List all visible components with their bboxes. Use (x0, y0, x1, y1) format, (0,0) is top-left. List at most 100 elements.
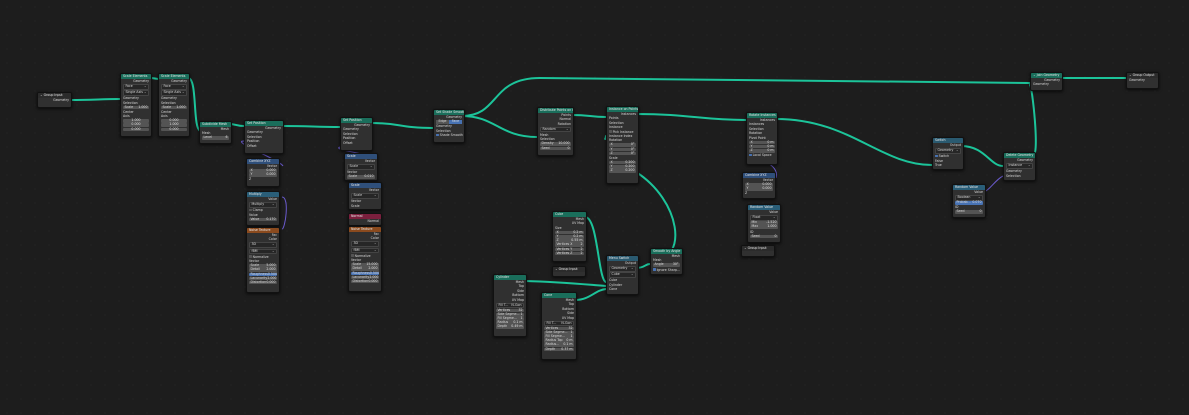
axis-x-field[interactable]: 0.000 (161, 119, 187, 123)
instance-index-socket[interactable]: Instance Index (609, 133, 633, 138)
local-space-checkbox[interactable]: Local Space (747, 153, 777, 157)
instances-input-socket[interactable]: Instances (749, 122, 765, 127)
axis-y-field[interactable]: 0.000 (123, 123, 149, 128)
node-header[interactable]: Rotate Instances (747, 113, 777, 118)
mesh-input-socket[interactable]: Mesh (653, 258, 662, 263)
probability-field[interactable]: Probab...0.070 (955, 200, 983, 205)
vector-output-socket[interactable]: Vector (762, 178, 773, 182)
data-type-dropdown[interactable]: Geometry⌄ (935, 147, 961, 154)
operation-dropdown[interactable]: Scale⌄ (347, 163, 375, 170)
selection-input-socket[interactable]: Selection (540, 137, 555, 142)
true-input-socket[interactable]: True (935, 162, 942, 167)
geometry-input-socket[interactable]: Geometry (123, 96, 139, 101)
mesh-output-socket[interactable]: Mesh (575, 217, 584, 221)
value-output-socket[interactable]: Value (769, 210, 778, 214)
mesh-output-socket[interactable]: Mesh (220, 127, 229, 131)
vector-output-socket[interactable]: Vector (364, 159, 375, 163)
node-header[interactable]: ⌄Group Input (742, 246, 774, 251)
group-output-node[interactable]: ⌄Group Output Geometry (1126, 72, 1159, 89)
node-header[interactable]: Normal (349, 214, 381, 219)
node-header[interactable]: Noise Texture (247, 228, 279, 233)
node-header[interactable]: ⌄Join Geometry (1031, 73, 1062, 78)
multiply-node[interactable]: Multiply Value Multiply⌄ Clamp Value Val… (246, 191, 280, 226)
domain-dropdown[interactable]: Face⌄ (123, 83, 149, 90)
side-segments-field[interactable]: Side Segme...1 (544, 329, 574, 335)
collapse-chevron-icon[interactable]: ⌄ (1129, 73, 1132, 77)
geometry-output-socket[interactable]: Geometry (265, 126, 281, 130)
selection-input-socket[interactable]: Selection (609, 120, 624, 125)
geometry-input-socket[interactable]: Geometry (436, 124, 452, 129)
points-output-socket[interactable]: Points (561, 113, 571, 117)
fill-segments-field[interactable]: Fill Segme...1 (544, 334, 574, 339)
vector-output-socket[interactable]: Vector (266, 164, 277, 168)
geometry-output-socket[interactable]: Geometry (53, 98, 69, 102)
normalize-checkbox[interactable]: Normalize (349, 254, 381, 258)
axis-z-field[interactable]: 0.000 (123, 127, 149, 132)
top-output-socket[interactable]: Top (568, 302, 574, 307)
switch-node[interactable]: Switch Output Geometry⌄ Switch False Tru… (932, 137, 964, 170)
geometry-input-socket[interactable]: Geometry (161, 96, 177, 101)
instance-on-points-node[interactable]: Instance on Points Instances Points Sele… (606, 106, 639, 184)
group-input-node[interactable]: ⌄Group Input (552, 266, 586, 277)
position-input-socket[interactable]: Position (247, 139, 260, 144)
vector-scale-node[interactable]: Scale Vector Scale⌄ Vector Scale (348, 182, 382, 210)
geometry-input-socket[interactable]: Geometry (343, 127, 359, 132)
domain-dropdown[interactable]: Instance⌄ (1006, 162, 1033, 169)
node-header[interactable]: Smooth by Angle (651, 249, 682, 254)
normalize-checkbox[interactable]: Normalize (247, 255, 279, 259)
node-header[interactable]: Noise Texture (349, 227, 381, 232)
cone-input-socket[interactable]: Cone (609, 287, 618, 292)
node-header[interactable]: ⌄Group Output (1127, 73, 1158, 78)
min-field[interactable]: Min-1.520 (750, 220, 778, 225)
color-output-socket[interactable]: Color (370, 236, 379, 241)
pick-instance-checkbox[interactable]: Pick Instance (607, 130, 638, 134)
cylinder-input-socket[interactable]: Cylinder (609, 282, 623, 287)
data-type-dropdown[interactable]: Boolean⌄ (955, 194, 983, 201)
uv-map-output-socket[interactable]: UV Map (571, 221, 584, 226)
side-output-socket[interactable]: Side (517, 288, 524, 293)
vector-input-socket[interactable]: Vector (249, 259, 260, 264)
node-header[interactable]: Scale Elements (159, 74, 189, 79)
mesh-output-socket[interactable]: Mesh (565, 298, 574, 302)
node-header[interactable]: Cylinder (494, 275, 526, 280)
node-header[interactable]: ⌄Group Input (553, 267, 585, 272)
fac-output-socket[interactable]: Fac (271, 233, 277, 237)
value-input-socket[interactable]: Value (249, 212, 258, 217)
uv-map-output-socket[interactable]: UV Map (511, 297, 524, 302)
instances-output-socket[interactable]: Instances (759, 118, 775, 122)
scale-mode-dropdown[interactable]: Single Axis⌄ (123, 90, 149, 96)
selection-input-socket[interactable]: Selection (1006, 173, 1021, 178)
value-output-socket[interactable]: Value (974, 190, 983, 194)
axis-y-field[interactable]: 1.000 (161, 123, 187, 128)
mesh-input-socket[interactable]: Mesh (202, 131, 211, 136)
instances-output-socket[interactable]: Instances (620, 112, 636, 116)
noise-type-dropdown[interactable]: fBM⌄ (249, 248, 277, 255)
